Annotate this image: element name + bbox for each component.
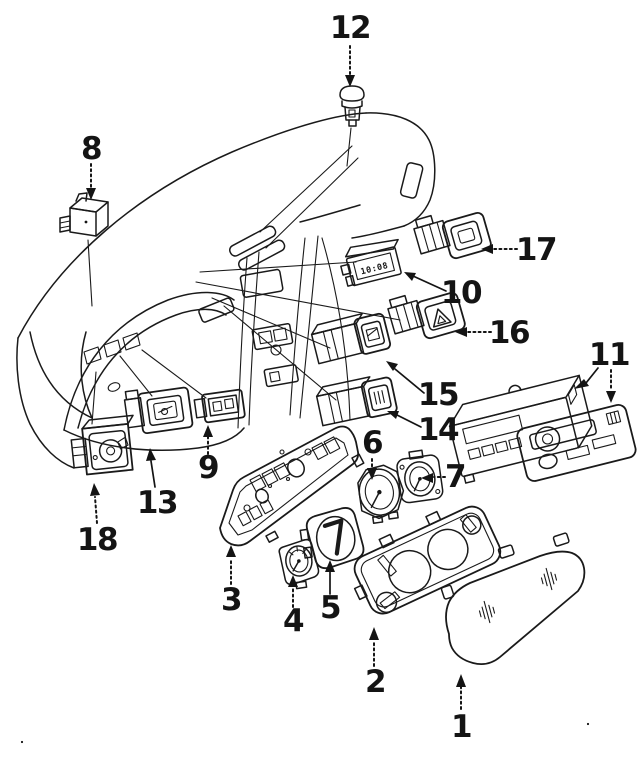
part-6-gauge (357, 464, 405, 524)
hazard-triangle-icon (432, 308, 452, 328)
scan-specks (20, 722, 590, 744)
part-8-relay (59, 192, 109, 237)
lens-glare-mark (478, 600, 496, 624)
part-13-switch (123, 386, 194, 435)
callout-11: 11 (589, 337, 629, 373)
part-2-housing (353, 505, 502, 615)
part-14-switch (315, 376, 398, 427)
dashboard-hood-switch-blanks (83, 332, 141, 392)
part-12-sensor (339, 85, 365, 127)
callout-12: 12 (330, 10, 370, 46)
part-11-climate-control (448, 374, 593, 484)
dashboard-outline (16, 112, 436, 469)
callout-labels: 1 2 3 4 5 6 7 8 9 10 11 12 13 14 15 16 1… (77, 10, 631, 745)
gauge-needle-mark (322, 518, 344, 556)
part-17-switch (413, 212, 492, 260)
callout-8: 8 (81, 131, 101, 167)
callout-10: 10 (441, 275, 482, 311)
callout-13: 13 (137, 485, 177, 521)
part-5-gauge (299, 507, 365, 570)
part-1-lens (440, 532, 586, 666)
callout-4: 4 (283, 603, 304, 639)
callout-3: 3 (221, 582, 241, 618)
lens-glare-mark (540, 567, 558, 591)
callout-16: 16 (489, 315, 529, 351)
callout-7: 7 (445, 459, 465, 495)
callout-1: 1 (451, 709, 471, 745)
callout-9: 9 (198, 450, 218, 486)
part-11-faceplate (516, 403, 637, 482)
leader-lines (87, 127, 401, 425)
part-16-hazard-switch (387, 292, 466, 340)
part-3-cluster (219, 425, 365, 547)
callout-6: 6 (362, 425, 382, 461)
callout-17: 17 (516, 232, 556, 268)
part-9-switch (193, 388, 246, 424)
callout-2: 2 (365, 664, 385, 700)
part-4-gauge (278, 538, 320, 590)
part-15-switch (310, 312, 392, 365)
part-18-dimmer-switch (70, 414, 134, 476)
callout-15: 15 (418, 377, 458, 413)
callout-18: 18 (77, 522, 117, 558)
callout-5: 5 (320, 590, 340, 626)
part-10-clock: 10:08 (340, 238, 402, 287)
callout-arrows (86, 45, 616, 710)
dashboard-center-stack (198, 225, 351, 429)
callout-14: 14 (418, 412, 459, 448)
